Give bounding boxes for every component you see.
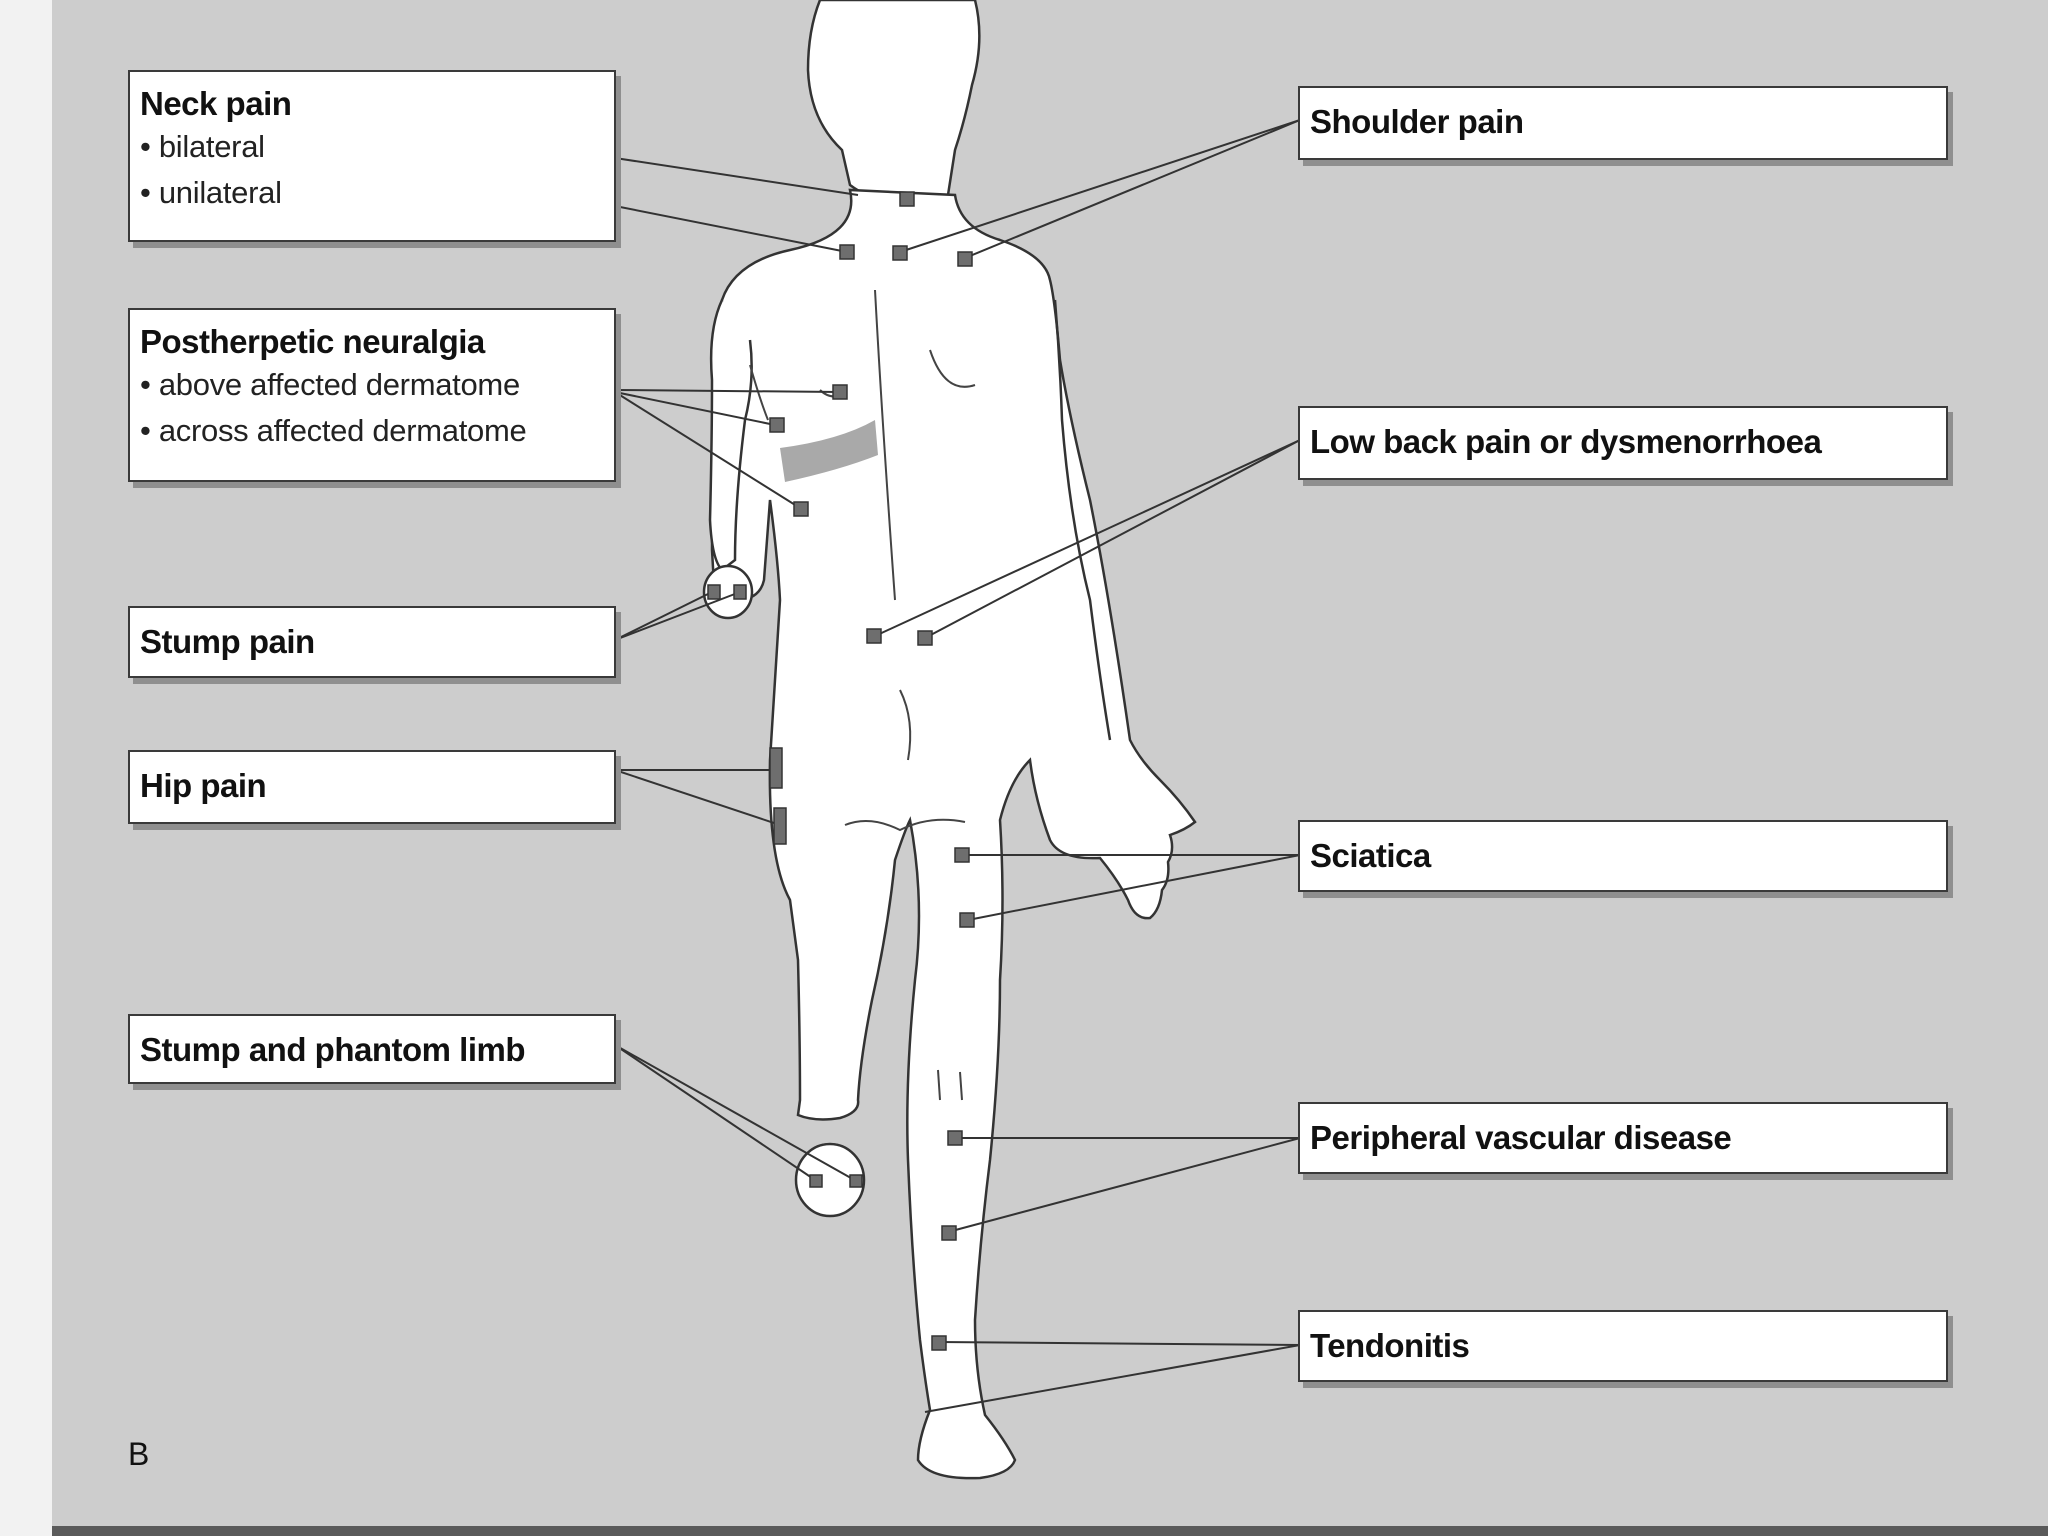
label-low-back-pain: Low back pain or dysmenorrhoea <box>1298 406 1948 480</box>
panel-letter: B <box>128 1436 150 1472</box>
shoulder-pain-title: Shoulder pain <box>1310 103 1524 140</box>
stump-phantom-title: Stump and phantom limb <box>140 1031 525 1068</box>
pvd-title: Peripheral vascular disease <box>1310 1119 1732 1156</box>
label-sciatica: Sciatica <box>1298 820 1948 892</box>
electrode <box>954 847 970 863</box>
head <box>806 0 981 208</box>
right-arm <box>1053 299 1112 741</box>
electrode <box>773 807 787 845</box>
phantom-limb-circle <box>794 1142 866 1218</box>
electrode <box>941 1225 957 1241</box>
electrode <box>957 251 973 267</box>
electrode <box>931 1335 947 1351</box>
dermatome-band <box>780 420 878 482</box>
label-tendonitis: Tendonitis <box>1298 1310 1948 1382</box>
left-arm <box>708 299 753 572</box>
sciatica-title: Sciatica <box>1310 837 1431 874</box>
label-shoulder-pain: Shoulder pain <box>1298 86 1948 160</box>
electrode <box>809 1174 823 1188</box>
electrode <box>892 245 908 261</box>
electrode <box>769 747 783 789</box>
stump-pain-title: Stump pain <box>140 623 315 660</box>
electrode <box>849 1174 863 1188</box>
label-hip-pain: Hip pain <box>128 750 616 824</box>
panel-bottom-border <box>52 1526 2048 1536</box>
postherpetic-title: Postherpetic neuralgia <box>140 323 485 360</box>
torso <box>710 188 1197 1480</box>
label-peripheral-vascular-disease: Peripheral vascular disease <box>1298 1102 1948 1174</box>
electrode <box>959 912 975 928</box>
electrode <box>733 584 747 600</box>
tendonitis-title: Tendonitis <box>1310 1327 1470 1364</box>
hip-pain-title: Hip pain <box>140 767 267 804</box>
electrode <box>899 191 915 207</box>
neck-pain-bilateral: • bilateral <box>140 129 265 164</box>
body-figure <box>708 0 1197 1480</box>
postherpetic-above: • above affected dermatome <box>140 367 520 402</box>
body-details <box>749 289 976 1101</box>
label-stump-pain: Stump pain <box>128 606 616 678</box>
stump-circle <box>702 564 754 620</box>
electrode <box>793 501 809 517</box>
electrodes <box>707 191 975 1351</box>
label-postherpetic-neuralgia: Postherpetic neuralgia • above affected … <box>128 308 616 482</box>
electrode <box>707 584 721 600</box>
electrode <box>832 384 848 400</box>
electrode <box>866 628 882 644</box>
electrode <box>769 417 785 433</box>
electrode <box>947 1130 963 1146</box>
electrode <box>839 244 855 260</box>
postherpetic-across: • across affected dermatome <box>140 413 527 448</box>
label-stump-phantom-limb: Stump and phantom limb <box>128 1014 616 1084</box>
low-back-title: Low back pain or dysmenorrhoea <box>1310 423 1822 460</box>
label-neck-pain: Neck pain • bilateral • unilateral <box>128 70 616 242</box>
electrode <box>917 630 933 646</box>
neck-pain-unilateral: • unilateral <box>140 175 282 210</box>
neck-pain-title: Neck pain <box>140 85 292 122</box>
